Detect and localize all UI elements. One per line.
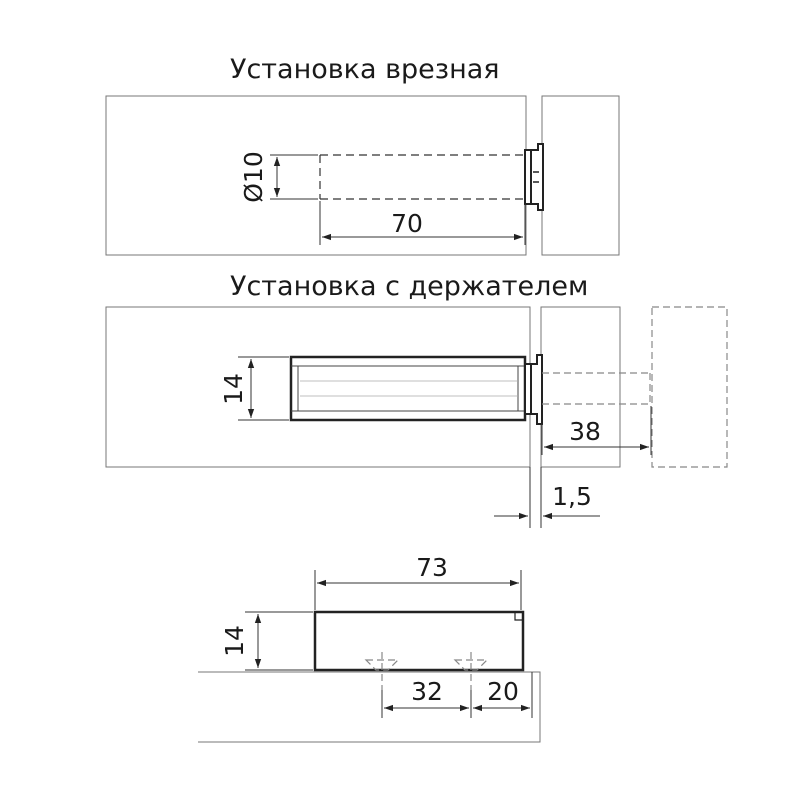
holder-board-right <box>540 306 621 468</box>
mortise-title: Установка врезная <box>230 54 500 85</box>
side-view: 73 14 32 20 <box>198 553 541 743</box>
holder-striker-open-position <box>542 372 651 405</box>
magnet-holder-body <box>289 355 527 422</box>
mortise-drill-hole <box>319 154 525 200</box>
holder-height-dimension: 14 <box>219 356 289 421</box>
depth-label: 70 <box>391 209 423 238</box>
mortise-board-right <box>541 95 620 256</box>
hole-offset-label: 20 <box>487 677 519 706</box>
holder-installation-view: Установка с держателем <box>105 271 728 528</box>
side-holder-body <box>313 610 525 672</box>
side-base-board <box>198 671 541 743</box>
length-label: 73 <box>416 553 448 582</box>
mortise-magnet-cap <box>524 143 544 211</box>
diameter-label: Ø10 <box>239 151 268 203</box>
mortise-installation-view: Установка врезная Ø10 70 <box>105 54 620 256</box>
hole-spacing-label: 32 <box>411 677 443 706</box>
holder-title: Установка с держателем <box>230 271 588 302</box>
holder-gap-dimension: 1,5 <box>494 467 600 528</box>
extension-label: 38 <box>569 417 601 446</box>
mortise-diameter-dimension: Ø10 <box>239 151 318 203</box>
side-length-dimension: 73 <box>314 553 522 610</box>
side-height-dimension: 14 <box>220 611 313 671</box>
side-hole-dimensions: 32 20 <box>381 672 533 718</box>
gap-label: 1,5 <box>552 482 592 511</box>
side-screw-holes <box>364 652 489 690</box>
holder-extension-dimension: 38 <box>541 406 652 455</box>
mortise-depth-dimension: 70 <box>319 201 526 245</box>
holder-height-label: 14 <box>219 373 248 405</box>
side-height-label: 14 <box>220 625 249 657</box>
holder-magnet-cap <box>524 354 543 425</box>
mortise-board-left <box>105 95 527 256</box>
holder-board-open-position <box>651 306 728 468</box>
